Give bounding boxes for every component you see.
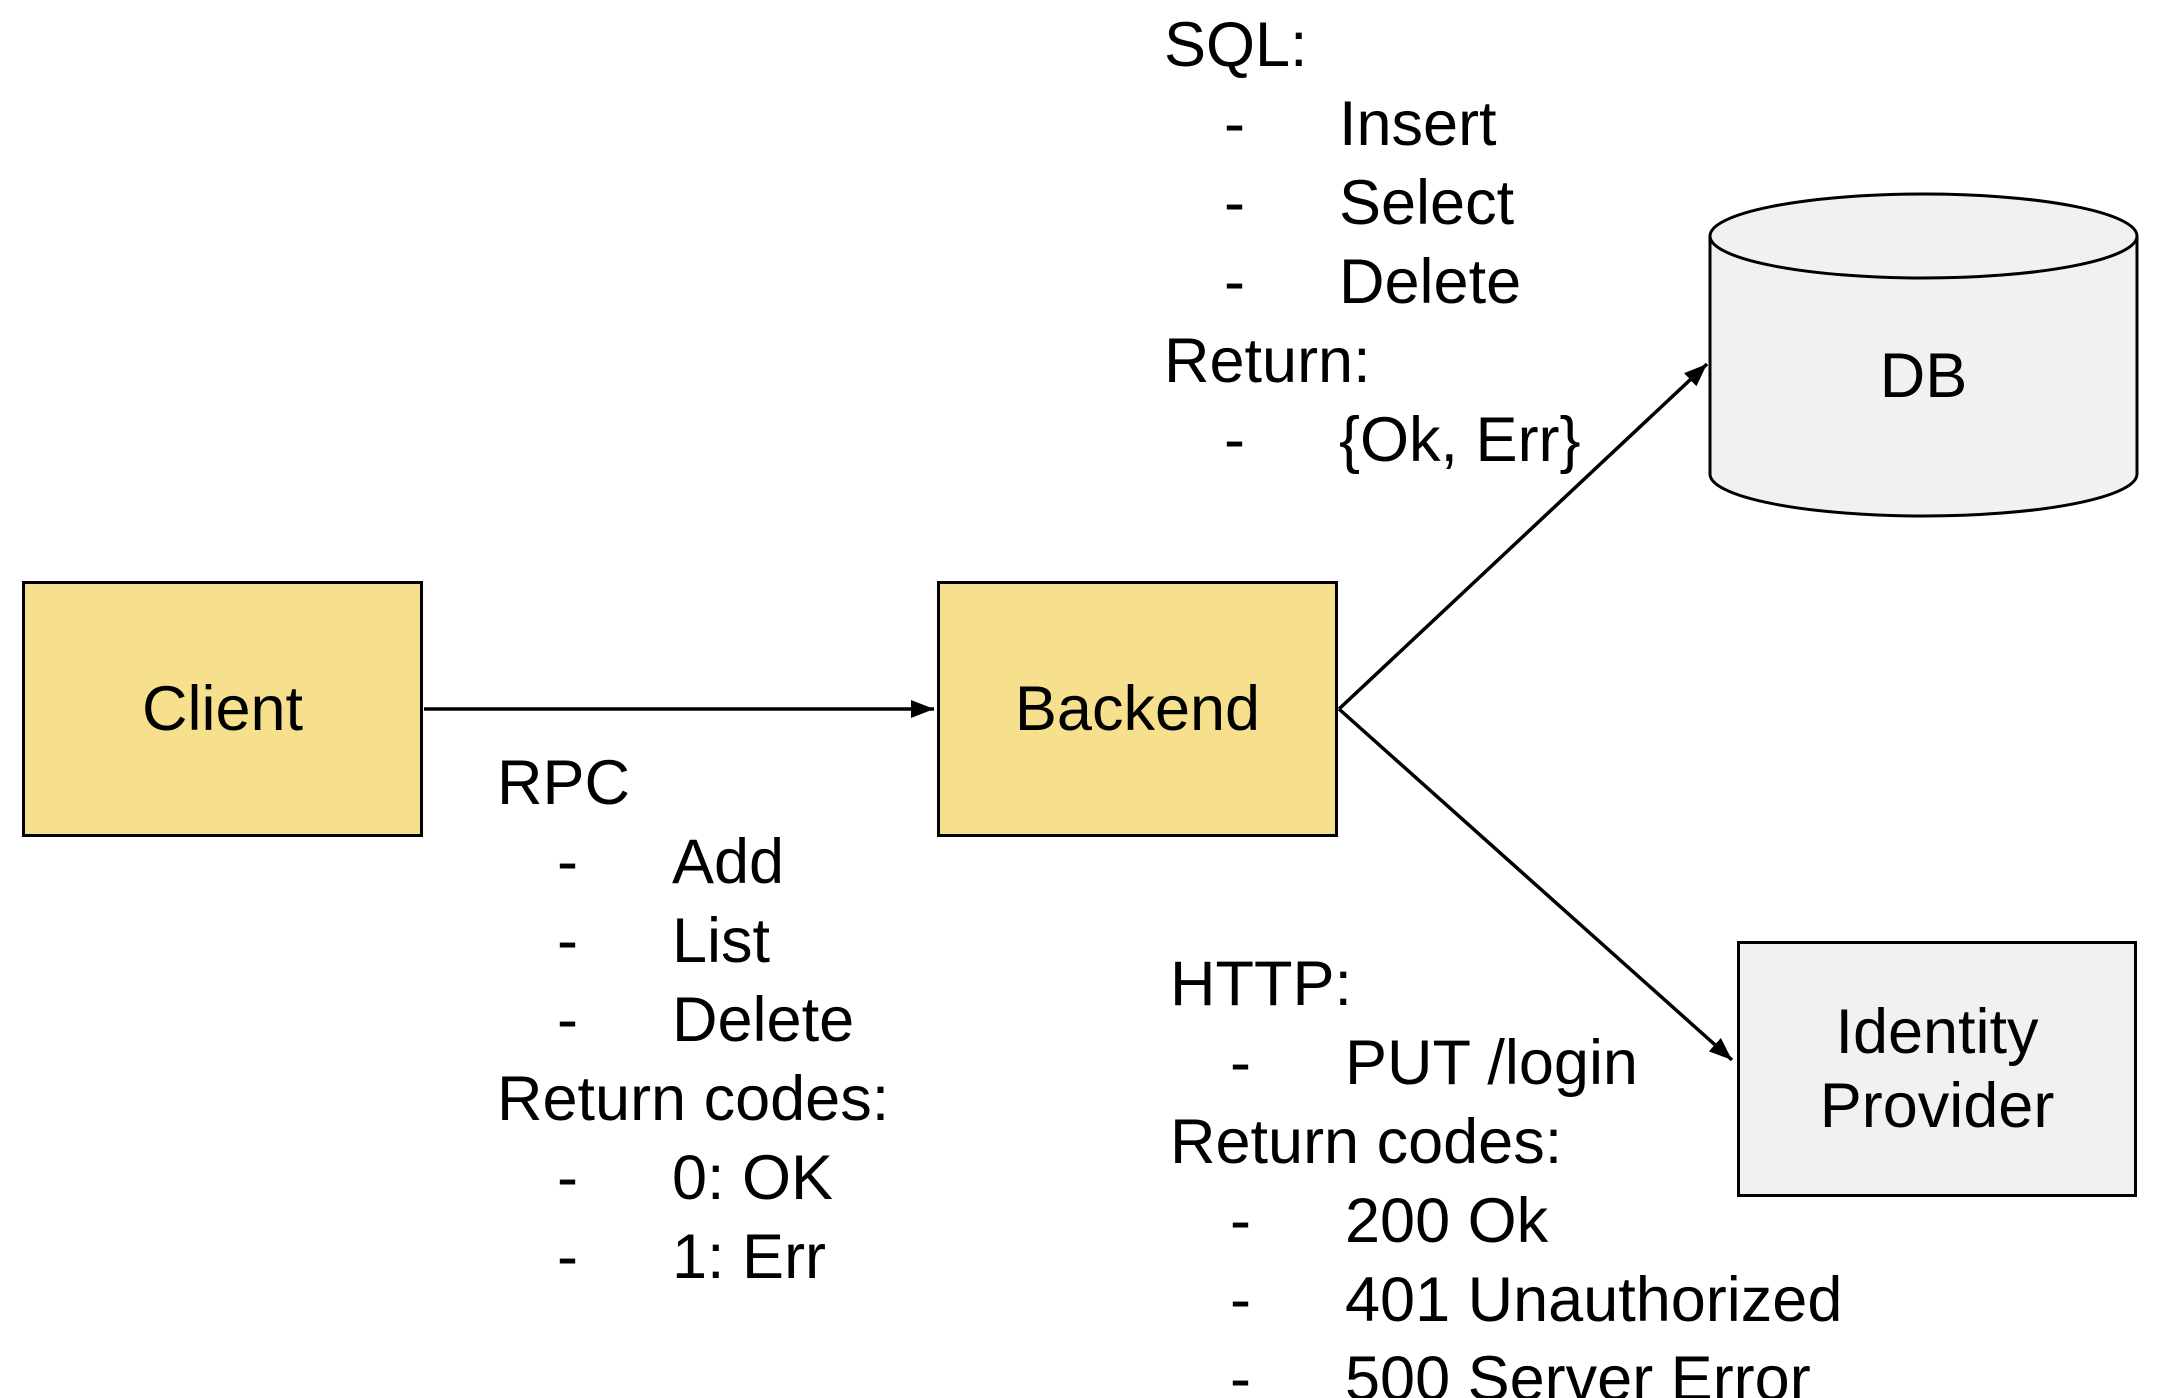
annotation-text: Select (1339, 168, 1515, 238)
bullet-dash: - (557, 827, 578, 897)
bullet-dash: - (557, 906, 578, 976)
annotation-line-header: Return codes: (1170, 1107, 1563, 1177)
bullet-dash: - (1224, 247, 1245, 317)
bullet-dash: - (557, 985, 578, 1055)
annotation-line-bullet: - 500 Server Error (1170, 1340, 1842, 1398)
annotation-text: 200 Ok (1345, 1186, 1549, 1256)
annotation-line-bullet: - Add (497, 823, 889, 902)
annotation-line-bullet: - 401 Unauthorized (1170, 1261, 1842, 1340)
annotation-line-header: RPC (497, 748, 631, 818)
backend-node: Backend (937, 581, 1338, 837)
bullet-dash: - (1230, 1344, 1251, 1398)
bullet-dash: - (1224, 405, 1245, 475)
bullet-dash: - (557, 1143, 578, 1213)
bullet-dash: - (557, 1222, 578, 1292)
db-label-text: DB (1879, 341, 1968, 411)
bullet-dash: - (1230, 1186, 1251, 1256)
annotation-line-bullet: - List (497, 902, 889, 981)
annotation-line-header: SQL: (1164, 10, 1308, 80)
annotation-line-header: Return codes: (497, 1064, 890, 1134)
bullet-dash: - (1230, 1028, 1251, 1098)
annotation-line-bullet: - {Ok, Err} (1164, 401, 1581, 480)
annotation-text: Add (672, 827, 785, 897)
annotation-line-bullet: - 200 Ok (1170, 1182, 1842, 1261)
client-label: Client (141, 674, 304, 744)
bullet-dash: - (1224, 168, 1245, 238)
annotation-text: 1: Err (672, 1222, 827, 1292)
annotation-text: {Ok, Err} (1339, 405, 1581, 475)
backend-label: Backend (1014, 674, 1261, 744)
annotation-line-bullet: - Insert (1164, 85, 1581, 164)
annotation-text: 0: OK (672, 1143, 834, 1213)
identity-provider-node: Identity Provider (1737, 941, 2137, 1197)
annotation-line-bullet: - PUT /login (1170, 1024, 1842, 1103)
bullet-dash: - (1224, 89, 1245, 159)
annotation-text: List (672, 906, 771, 976)
bullet-dash: - (1230, 1265, 1251, 1335)
annotation-text: 401 Unauthorized (1345, 1265, 1843, 1335)
annotation-line-header: HTTP: (1170, 949, 1352, 1019)
annotation-line-header: Return: (1164, 326, 1371, 396)
annotation-text: 500 Server Error (1345, 1344, 1811, 1398)
annotation-text: Delete (672, 985, 855, 1055)
annotation-text: Insert (1339, 89, 1497, 159)
db-cylinder-top (1708, 192, 2139, 280)
annotation-line-bullet: - Delete (497, 981, 889, 1060)
annotation-text: Delete (1339, 247, 1522, 317)
db-label: DB (1710, 236, 2137, 516)
arrow-backend-to-db (1337, 362, 1709, 711)
identity-provider-label: Identity Provider (1819, 997, 2055, 1141)
annotation-line-bullet: - Delete (1164, 243, 1581, 322)
db-cylinder-body (1708, 236, 2139, 518)
annotation-line-bullet: - 0: OK (497, 1139, 889, 1218)
arrow-backend-to-identity-provider (1337, 707, 1734, 1062)
db-node (1708, 192, 2139, 518)
client-node: Client (22, 581, 423, 837)
annotation-line-bullet: - 1: Err (497, 1218, 889, 1297)
annotation-text: PUT /login (1345, 1028, 1638, 1098)
annotation-line-bullet: - Select (1164, 164, 1581, 243)
